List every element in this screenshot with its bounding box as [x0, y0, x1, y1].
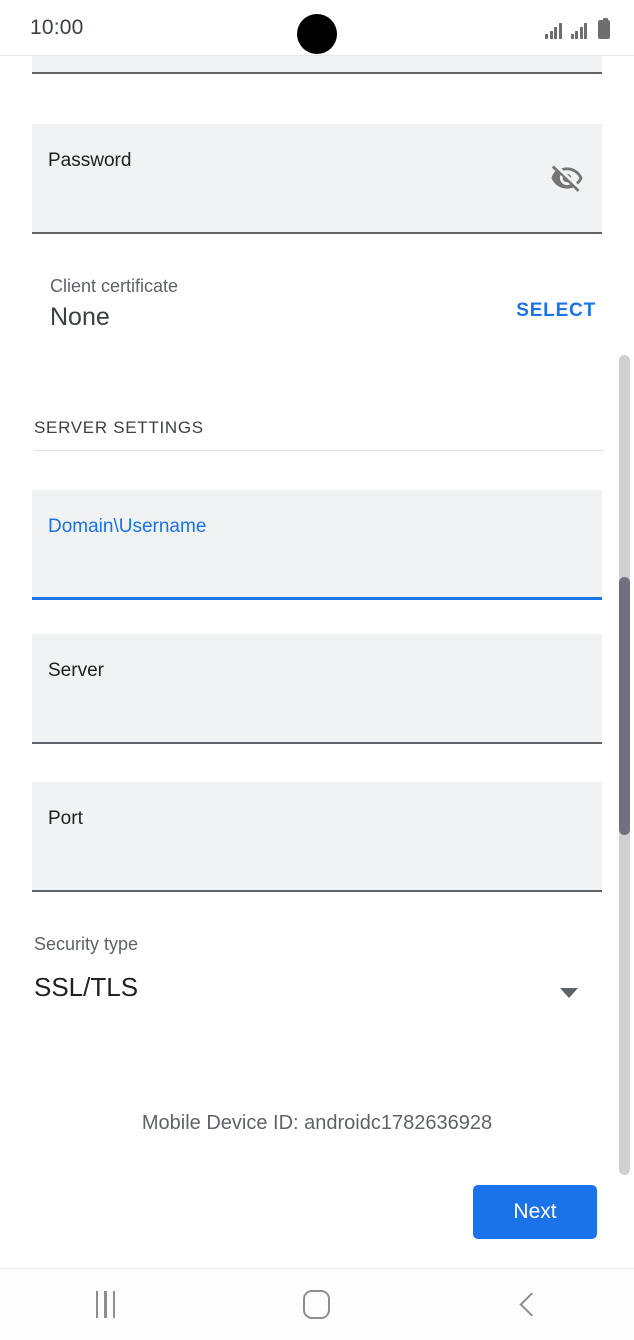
domain-username-field-label: Domain\Username [48, 516, 207, 537]
scrollbar-thumb[interactable] [619, 577, 630, 835]
port-field[interactable]: Port [32, 782, 602, 892]
status-bar-clock: 10:00 [30, 15, 84, 39]
client-certificate-label: Client certificate [50, 276, 179, 296]
port-field-label: Port [48, 808, 83, 829]
next-button[interactable]: Next [473, 1185, 597, 1239]
client-certificate-value: None [50, 303, 110, 331]
camera-punch-hole [297, 14, 337, 54]
client-certificate-row: Client certificate None SELECT [0, 274, 634, 356]
chevron-down-icon[interactable] [560, 988, 578, 998]
status-bar: 10:00 [0, 0, 634, 56]
back-icon [519, 1292, 544, 1317]
select-certificate-button[interactable]: SELECT [516, 300, 596, 321]
partial-field-above[interactable] [32, 56, 602, 74]
domain-username-field[interactable]: Domain\Username [32, 490, 602, 600]
signal-icon [570, 22, 587, 39]
password-field[interactable]: Password [32, 124, 602, 234]
home-button[interactable] [257, 1269, 377, 1340]
client-certificate-text: Client certificate None [50, 274, 178, 334]
signal-icon [545, 22, 562, 39]
server-field-label: Server [48, 660, 104, 681]
security-type-label: Security type [34, 934, 139, 954]
section-divider [34, 450, 604, 451]
security-type-spinner[interactable]: Security type SSL/TLS [34, 932, 602, 1022]
battery-icon [598, 17, 610, 39]
server-settings-label: SERVER SETTINGS [34, 418, 204, 437]
recents-button[interactable] [46, 1269, 166, 1340]
server-settings-section-header: SERVER SETTINGS [34, 418, 604, 451]
status-bar-icons [545, 17, 610, 39]
settings-form: Password Client certificate None SELECT … [0, 56, 634, 1268]
mobile-device-id: Mobile Device ID: androidc1782636928 [141, 1112, 493, 1134]
system-navigation-bar [0, 1268, 634, 1340]
server-field[interactable]: Server [32, 634, 602, 744]
eye-off-icon[interactable] [550, 161, 584, 195]
recents-icon [95, 1291, 116, 1318]
security-type-value: SSL/TLS [34, 972, 139, 1002]
password-field-label: Password [48, 150, 132, 171]
home-icon [303, 1290, 331, 1319]
back-button[interactable] [468, 1269, 588, 1340]
